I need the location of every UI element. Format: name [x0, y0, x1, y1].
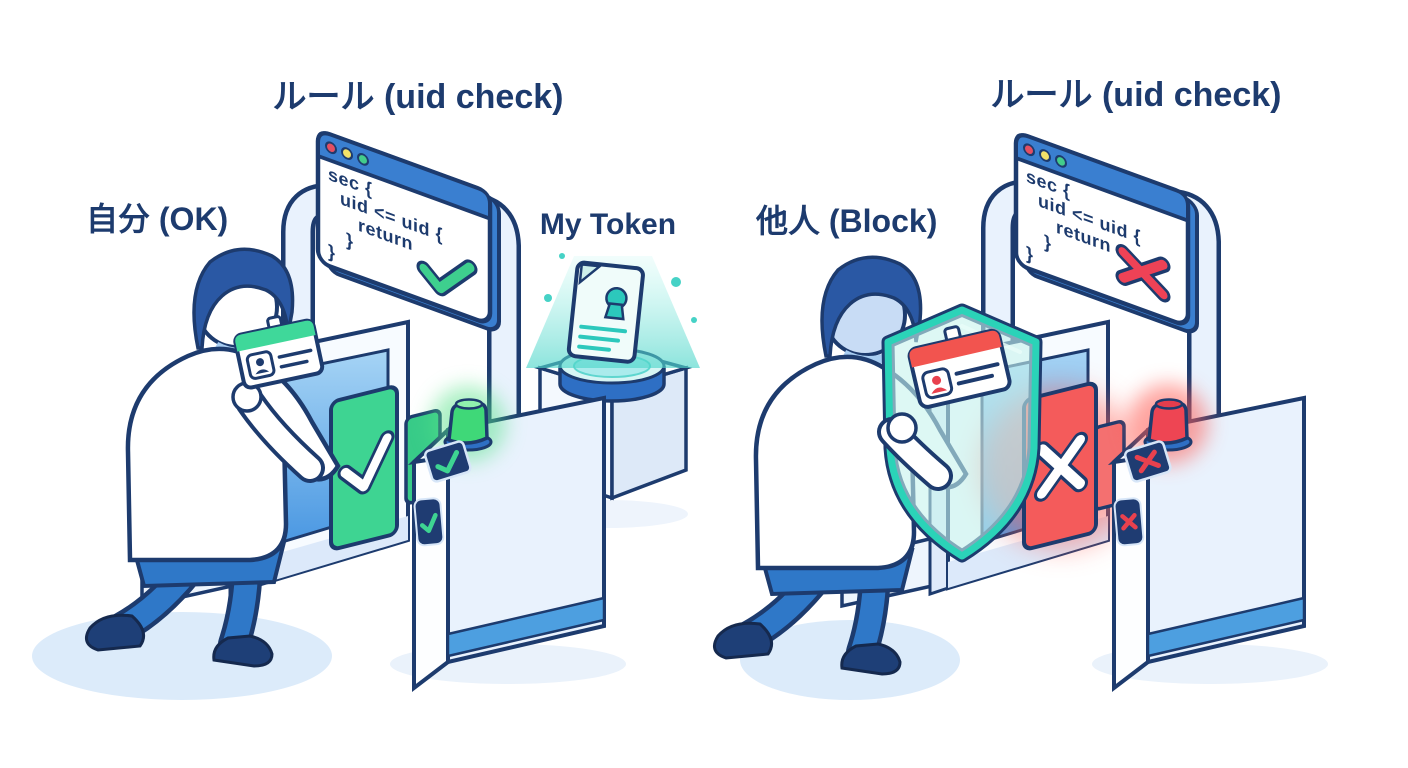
rule-window-blocked: sec { uid <= uid { return } } — [1013, 133, 1199, 334]
window-dot-green[interactable] — [1055, 154, 1067, 169]
reader-screen-front — [413, 497, 445, 547]
check-icon — [435, 449, 460, 474]
scene-blocked: sec { uid <= uid { return } } ルール (uid c… — [712, 76, 1328, 700]
cross-icon — [1120, 513, 1138, 531]
back-shoe — [84, 613, 146, 652]
window-dot-yellow[interactable] — [1039, 149, 1051, 163]
id-card-other — [907, 325, 1012, 409]
check-icon — [419, 512, 438, 534]
code-line-4: } — [346, 229, 354, 252]
window-dot-red[interactable] — [1023, 143, 1035, 157]
reader-screen-top — [423, 440, 472, 483]
window-dot-green[interactable] — [357, 152, 369, 167]
code-line-4: } — [1044, 231, 1052, 254]
front-shoe — [212, 634, 274, 668]
gate-paddle-open — [329, 385, 399, 551]
check-icon — [416, 259, 478, 297]
gate-paddle-closed — [1022, 381, 1098, 551]
person-shadow — [32, 612, 332, 700]
code-line-5: } — [1026, 242, 1034, 265]
hand — [886, 412, 918, 444]
turnstile-blocked — [1107, 384, 1306, 693]
hair — [192, 247, 295, 350]
window-dot-yellow[interactable] — [341, 147, 353, 161]
rule-title-left: ルール (uid check) — [273, 78, 564, 116]
actor-label-self: 自分 (OK) — [86, 201, 228, 237]
hair — [820, 255, 923, 358]
actor-label-other: 他人 (Block) — [755, 203, 937, 239]
token-label: My Token — [540, 208, 676, 241]
code-line-5: } — [328, 240, 336, 263]
reader-screen-front — [1113, 497, 1145, 547]
reader-screen-top — [1123, 440, 1172, 483]
check-icon — [337, 430, 395, 495]
window-dot-red[interactable] — [325, 141, 337, 155]
reaching-arm — [877, 412, 953, 491]
turnstile-allowed — [407, 386, 606, 693]
rule-window-allowed: sec { uid <= uid { return } } — [315, 131, 501, 332]
front-shoe — [840, 642, 902, 676]
rule-title-right: ルール (uid check) — [991, 76, 1282, 114]
cross-icon — [1034, 431, 1088, 502]
cross-icon — [1134, 449, 1161, 474]
person-self — [84, 247, 341, 668]
scene-allowed: sec { uid <= uid { return } } ルール (uid c… — [32, 78, 700, 700]
id-card-self — [233, 315, 325, 390]
back-shoe — [712, 621, 774, 660]
cross-icon — [1115, 243, 1171, 303]
token-document-icon — [566, 260, 645, 364]
